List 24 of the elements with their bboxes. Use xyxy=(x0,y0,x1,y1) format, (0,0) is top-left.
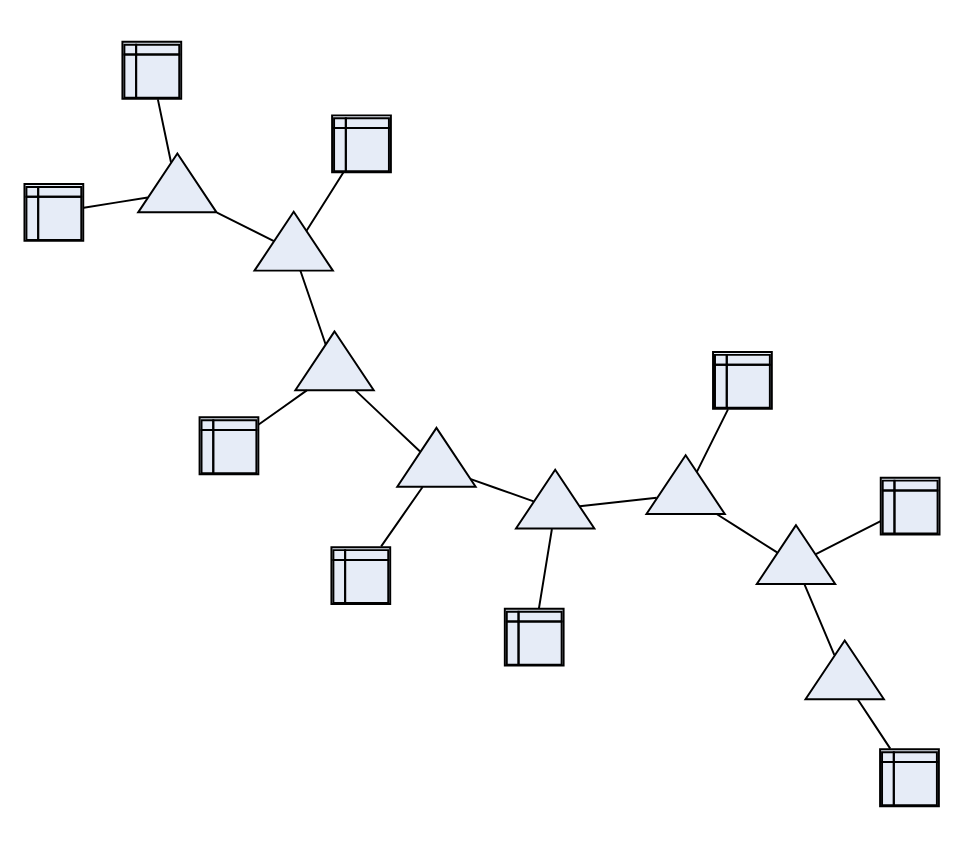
connector xyxy=(380,485,424,548)
connector xyxy=(257,389,308,426)
node-triangle xyxy=(803,638,886,701)
node-triangle xyxy=(293,329,376,392)
connector xyxy=(156,98,172,164)
node-triangle xyxy=(514,468,597,530)
connector xyxy=(299,269,327,346)
connector xyxy=(856,698,892,750)
connector xyxy=(578,496,658,508)
node-triangle xyxy=(136,151,219,214)
node-triangle xyxy=(252,210,335,272)
connector xyxy=(716,513,779,554)
connector xyxy=(82,196,149,209)
connector xyxy=(305,171,345,232)
connector xyxy=(216,211,275,243)
connector xyxy=(354,389,422,453)
node-triangle xyxy=(754,523,838,585)
connector xyxy=(469,478,535,503)
connector xyxy=(803,583,836,656)
connector xyxy=(537,528,553,610)
connector xyxy=(814,520,882,556)
node-triangle xyxy=(395,426,478,488)
connector xyxy=(695,408,729,473)
node-triangle xyxy=(644,453,727,516)
